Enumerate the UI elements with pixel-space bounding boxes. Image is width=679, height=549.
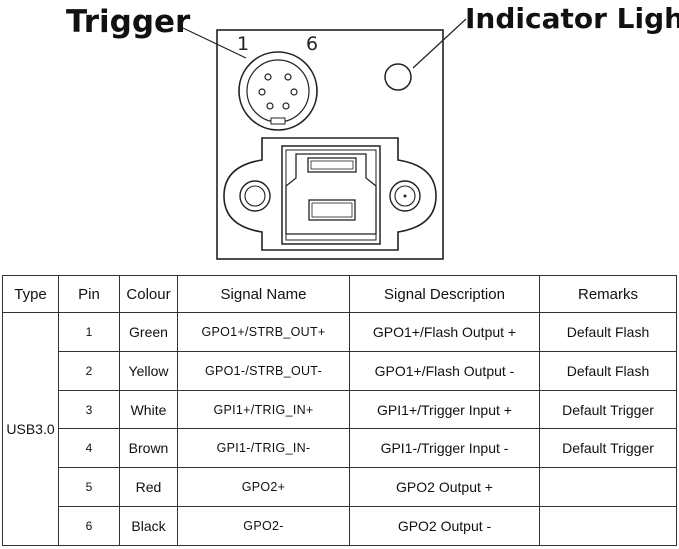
signal-description-cell: GPO1+/Flash Output - [349,350,540,391]
colour-cell: Black [119,506,178,546]
signal-name-cell: GPO2- [177,506,350,546]
indicator-light [384,63,412,91]
colour-cell: White [119,389,178,430]
connector-pin [284,73,292,81]
pinout-table: Type Pin Colour Signal Name Signal Descr… [2,275,677,546]
camera-back-drawing [182,18,467,260]
signal-name-cell: GPI1+/TRIG_IN+ [177,389,350,430]
pin-1-label: 1 [237,33,250,55]
connector-pin [258,88,266,96]
camera-back-diagram: Trigger Indicator Light 1 6 [0,0,679,270]
pin-6-label: 6 [306,33,319,55]
signal-name-cell: GPI1-/TRIG_IN- [177,428,350,469]
table-row: 5 Red GPO2+ GPO2 Output + [3,467,677,508]
pin-cell: 3 [58,389,120,430]
signal-description-cell: GPO2 Output + [349,467,540,508]
signal-name-cell: GPO1-/STRB_OUT- [177,350,350,391]
trigger-label: Trigger [66,4,191,40]
signal-description-cell: GPI1-/Trigger Input - [349,428,540,469]
pin-cell: 5 [58,467,120,508]
mount-hole-left [239,180,271,212]
table-row: 6 Black GPO2- GPO2 Output - [3,506,677,546]
mount-hole-right [389,180,421,212]
colour-cell: Brown [119,428,178,469]
indicator-callout-line [412,18,467,69]
pin-cell: 2 [58,350,120,391]
remarks-cell: Default Trigger [539,389,677,430]
pin-cell: 6 [58,506,120,546]
signal-description-cell: GPI1+/Trigger Input + [349,389,540,430]
colour-cell: Yellow [119,350,178,391]
usb3-port [223,137,437,251]
indicator-light-label: Indicator Light [465,2,679,35]
header-colour: Colour [119,275,178,313]
connector-pin [264,73,272,81]
colour-cell: Red [119,467,178,508]
connector-pin [266,102,274,110]
connector-pin [282,102,290,110]
remarks-cell: Default Trigger [539,428,677,469]
pin-cell: 4 [58,428,120,469]
header-signal-description: Signal Description [349,275,540,313]
signal-name-cell: GPO2+ [177,467,350,508]
header-type: Type [2,275,59,313]
remarks-cell: Default Flash [539,312,677,352]
signal-name-cell: GPO1+/STRB_OUT+ [177,312,350,352]
table-row: 2 Yellow GPO1-/STRB_OUT- GPO1+/Flash Out… [3,350,677,391]
table-row: 3 White GPI1+/TRIG_IN+ GPI1+/Trigger Inp… [3,389,677,430]
signal-description-cell: GPO2 Output - [349,506,540,546]
signal-description-cell: GPO1+/Flash Output + [349,312,540,352]
header-pin: Pin [58,275,120,313]
trigger-callout-line [182,27,247,59]
table-header-row: Type Pin Colour Signal Name Signal Descr… [2,275,677,313]
remarks-cell [539,506,677,546]
colour-cell: Green [119,312,178,352]
table-row: 4 Brown GPI1-/TRIG_IN- GPI1-/Trigger Inp… [3,428,677,469]
connector-pin [290,88,298,96]
remarks-cell [539,467,677,508]
header-remarks: Remarks [539,275,677,313]
trigger-connector [238,51,318,131]
camera-body-outline [216,29,444,260]
header-signal-name: Signal Name [177,275,350,313]
type-cell: USB3.0 [2,312,59,546]
remarks-cell: Default Flash [539,350,677,391]
table-row: USB3.0 1 Green GPO1+/STRB_OUT+ GPO1+/Fla… [2,312,677,546]
pin-cell: 1 [58,312,120,352]
